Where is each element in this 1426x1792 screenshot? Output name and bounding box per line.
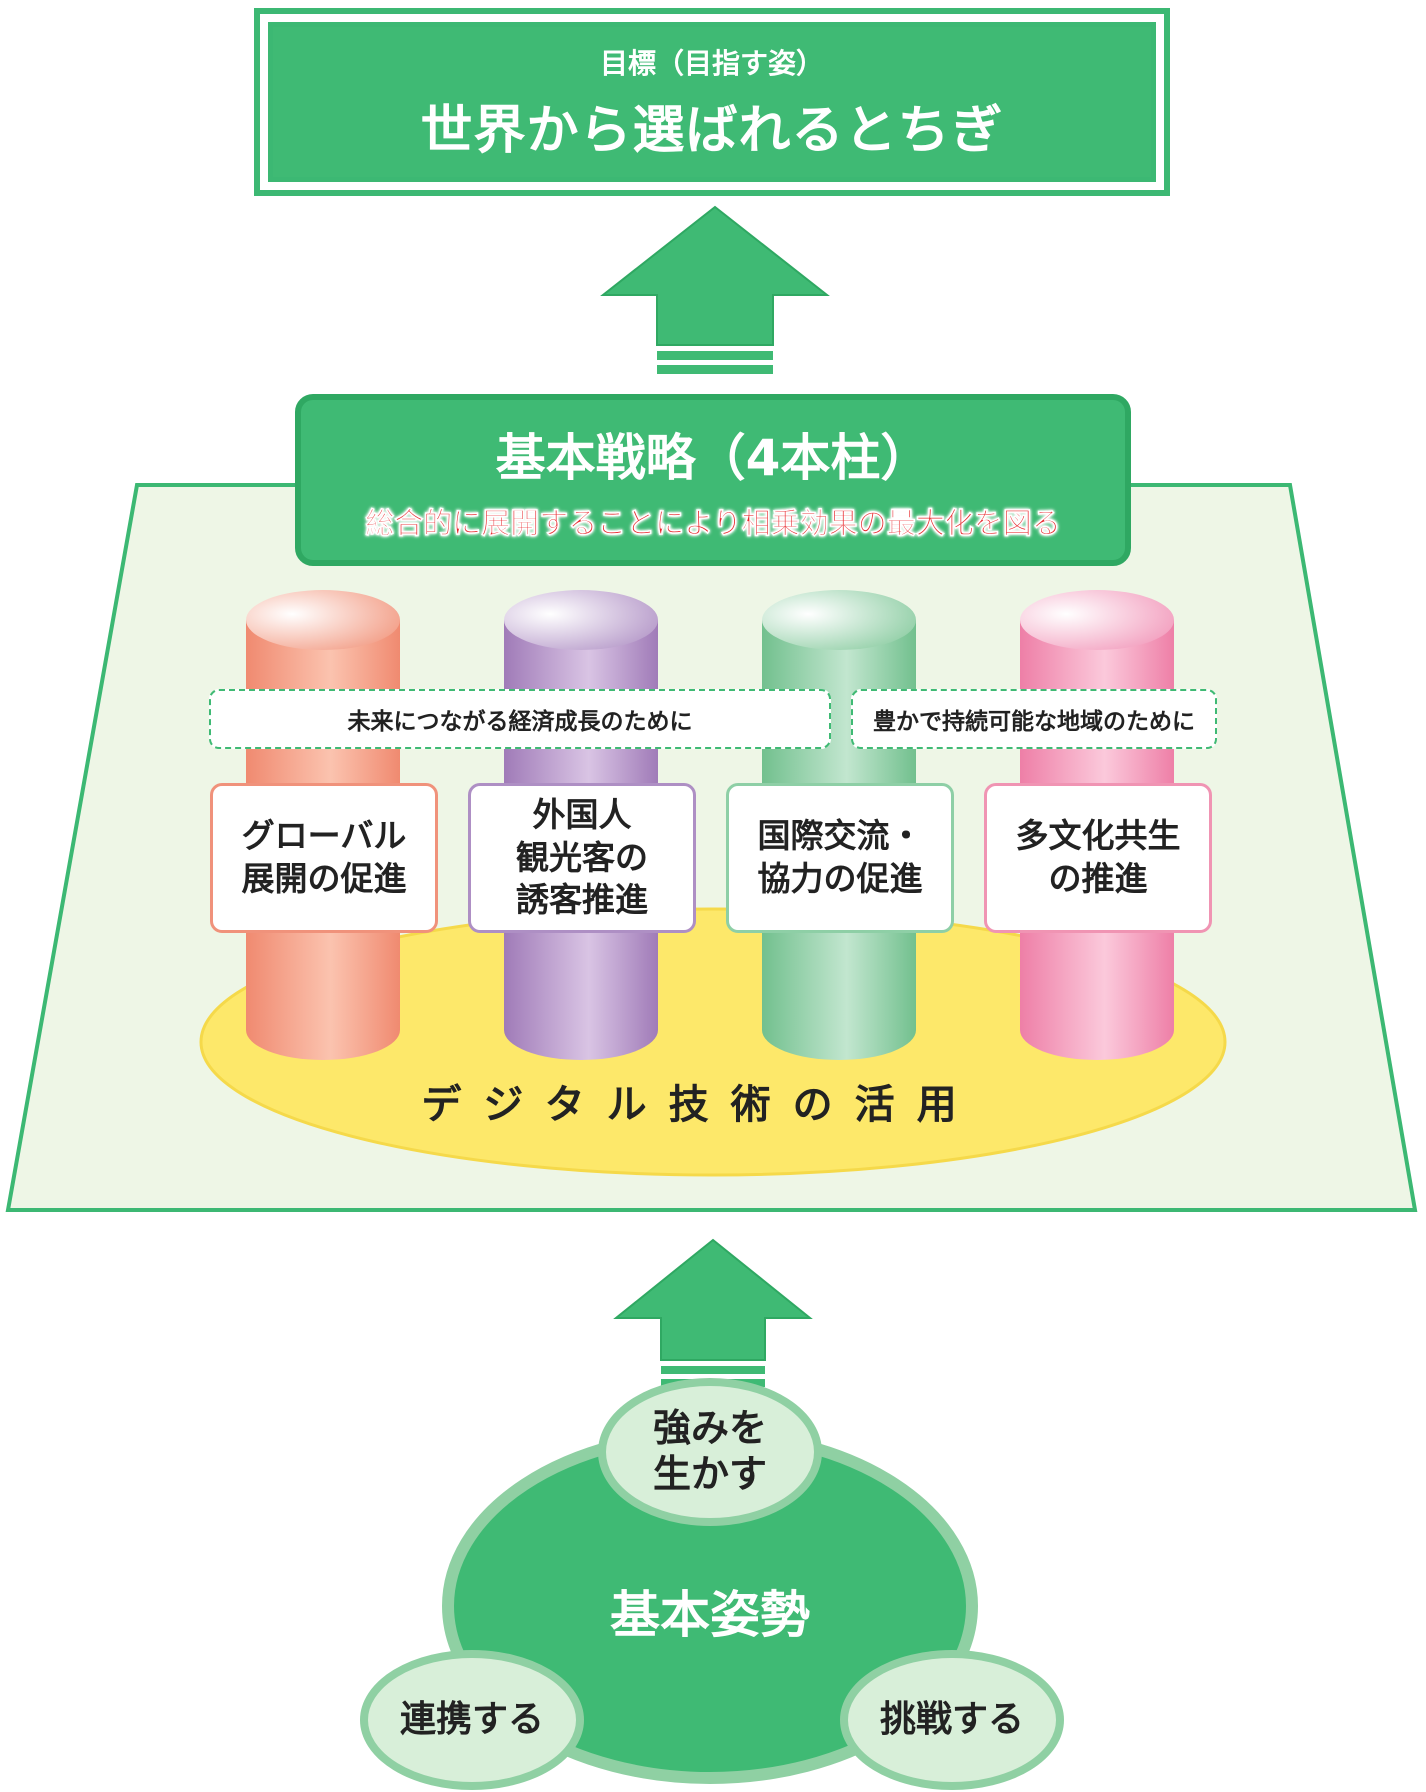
pillar-label-tourism: 外国人 観光客の 誘客推進 xyxy=(468,783,696,933)
digital-foundation-label: デジタル技術の活用 xyxy=(421,1082,979,1128)
goal-label: 目標（目指す姿） xyxy=(599,46,824,80)
purpose-regional: 豊かで持続可能な地域のために xyxy=(851,689,1217,749)
stance-circle-collaborate xyxy=(360,1650,584,1790)
stance-strength: 強みを 生かす xyxy=(652,1406,767,1496)
pillar-label-global: グローバル 展開の促進 xyxy=(210,783,438,933)
goal-box: 目標（目指す姿） 世界から選ばれるとちぎ xyxy=(268,22,1156,182)
strategy-header: 基本戦略（4本柱） 総合的に展開することにより相乗効果の最大化を図る xyxy=(295,394,1131,566)
pillar-label-multicultural: 多文化共生 の推進 xyxy=(984,783,1212,933)
purpose-economic: 未来につながる経済成長のために xyxy=(209,689,831,749)
up-arrow-bottom xyxy=(613,1238,813,1387)
goal-title: 世界から選ばれるとちぎ xyxy=(420,100,1004,161)
pillar-label-exchange: 国際交流・ 協力の促進 xyxy=(726,783,954,933)
stance-circle-strength xyxy=(598,1378,822,1526)
basic-stance-title: 基本姿勢 xyxy=(610,1586,810,1644)
digital-base xyxy=(199,907,1227,1177)
stance-collaborate: 連携する xyxy=(399,1699,544,1741)
stance-challenge: 挑戦する xyxy=(879,1699,1024,1741)
stance-circle-challenge xyxy=(840,1650,1064,1790)
up-arrow-top xyxy=(600,205,830,374)
strategy-title: 基本戦略（4本柱） xyxy=(495,429,931,487)
strategy-subtitle: 総合的に展開することにより相乗効果の最大化を図る xyxy=(365,506,1061,541)
